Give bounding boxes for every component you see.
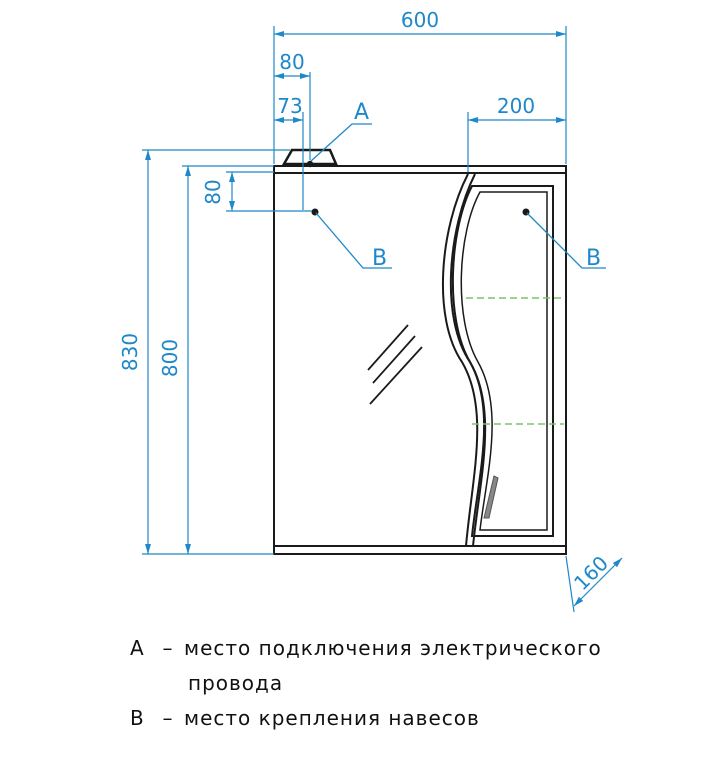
callout-leaders — [310, 123, 606, 269]
legend-b-text: место крепления навесов — [184, 706, 480, 730]
legend-b-dash: – — [162, 706, 174, 730]
cabinet-frame — [273, 165, 567, 555]
leader-b-left — [315, 212, 392, 269]
cabinet-body — [273, 148, 567, 555]
legend-a-dash: – — [162, 636, 174, 660]
legend-b: B–место крепления навесов — [130, 706, 480, 730]
dimension-lines — [142, 26, 623, 613]
leader-b-right — [526, 212, 606, 269]
lamp — [281, 148, 338, 166]
dim-800: 800 — [158, 339, 182, 377]
cabinet-door — [451, 185, 554, 537]
legend-a-text-line2: провода — [188, 671, 284, 695]
legend-a-continuation: провода — [188, 671, 283, 695]
connection-point-a — [306, 160, 314, 168]
dim-80-top: 80 — [279, 50, 304, 74]
mirror-glare — [367, 324, 423, 405]
door-handle — [483, 475, 499, 519]
legend-a: A–место подключения электрического — [130, 636, 602, 660]
legend-a-letter: A — [130, 636, 145, 660]
dim-830: 830 — [118, 333, 142, 371]
leader-a — [310, 123, 372, 162]
dim-600: 600 — [401, 8, 439, 32]
dim-200: 200 — [497, 94, 535, 118]
dim-80-vertical: 80 — [201, 179, 225, 204]
callout-a: A — [354, 100, 369, 125]
dim-160: 160 — [569, 551, 613, 595]
callout-b-right: B — [586, 246, 601, 271]
callout-b-left: B — [372, 246, 387, 271]
dim-73: 73 — [277, 94, 302, 118]
legend-a-text: место подключения электрического — [184, 636, 602, 660]
legend-b-letter: B — [130, 706, 145, 730]
shelves — [466, 297, 564, 425]
